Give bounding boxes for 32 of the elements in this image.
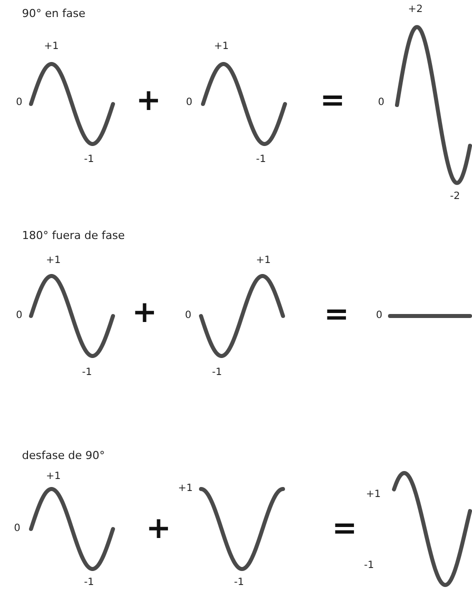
equals-sign: = xyxy=(332,514,358,544)
axis-value: -1 xyxy=(82,368,92,378)
plus-sign: + xyxy=(146,514,172,544)
axis-value: +1 xyxy=(44,42,59,52)
axis-value: 0 xyxy=(378,98,384,108)
axis-value: 0 xyxy=(376,311,382,321)
axis-value: +1 xyxy=(178,484,193,494)
axis-value: +1 xyxy=(46,472,61,482)
axis-value: +1 xyxy=(46,256,61,266)
plus-sign: + xyxy=(132,298,158,328)
axis-value: -1 xyxy=(256,155,266,165)
row-heading: 180° fuera de fase xyxy=(22,230,125,241)
axis-value: 0 xyxy=(185,311,192,321)
axis-value: -1 xyxy=(212,368,222,378)
equals-sign: = xyxy=(320,86,346,116)
axis-value: 0 xyxy=(14,524,20,534)
axis-value: +2 xyxy=(408,5,423,15)
equals-sign: = xyxy=(324,300,350,330)
axis-value: 0 xyxy=(186,98,192,108)
axis-value: +1 xyxy=(214,42,229,52)
row-heading: 90° en fase xyxy=(22,8,86,19)
axis-value: +1 xyxy=(366,490,381,500)
axis-value: -1 xyxy=(84,578,94,588)
axis-value: -2 xyxy=(450,192,460,202)
axis-value: 0 xyxy=(16,98,22,108)
axis-value: 0 xyxy=(16,311,22,321)
axis-value: -1 xyxy=(364,561,374,571)
axis-value: +1 xyxy=(256,256,271,266)
plus-sign: + xyxy=(136,86,162,116)
axis-value: -1 xyxy=(234,578,244,588)
axis-value: -1 xyxy=(84,155,94,165)
row-heading: desfase de 90° xyxy=(22,450,105,461)
